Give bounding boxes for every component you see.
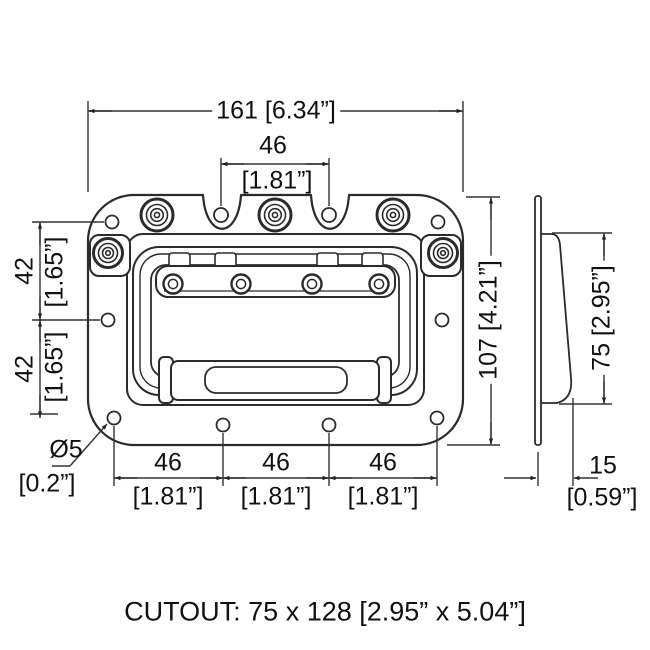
mounting-holes — [100, 207, 450, 433]
spring-tabs — [168, 252, 384, 269]
rivet-top-left — [139, 197, 175, 233]
front-view — [86, 193, 465, 447]
label-hole-diameter: Ø5 — [49, 435, 83, 464]
corner-pad-left — [89, 234, 131, 277]
cup-rim — [126, 233, 425, 406]
handle-grip — [158, 356, 392, 404]
label-bottom-46-2-mm: 46 — [262, 448, 290, 477]
rivet-top-center — [257, 197, 293, 233]
dim-hole-diameter-leader — [52, 423, 108, 467]
label-hole-diameter-inch: [0.2”] — [18, 469, 76, 498]
label-side-75: 75 [2.95”] — [588, 261, 616, 375]
label-height-107: 107 [4.21”] — [475, 256, 503, 384]
label-left-upper-42-inch: [1.65”] — [40, 236, 69, 308]
dim-bottom-46-chain — [113, 426, 438, 486]
grip-pad — [204, 366, 348, 394]
hole-top-a — [213, 207, 229, 223]
side-view — [534, 195, 573, 446]
spring-bar-rivets — [162, 273, 390, 295]
hole-bottom-left — [106, 410, 122, 426]
hole-bottom-b — [321, 417, 337, 433]
hole-top-right — [430, 214, 446, 230]
label-side-15-inch: [0.59”] — [566, 483, 638, 512]
label-bottom-46-1-mm: 46 — [154, 448, 182, 477]
label-bottom-46-2-inch: [1.81”] — [240, 482, 312, 511]
corner-pad-right — [420, 234, 462, 277]
hole-top-b — [321, 207, 337, 223]
label-bottom-46-1-inch: [1.81”] — [132, 482, 204, 511]
dim-top-46 — [220, 158, 330, 206]
hole-bottom-right — [429, 410, 445, 426]
side-plate — [534, 195, 542, 446]
rivet-corner-left — [92, 237, 124, 269]
label-left-lower-42-inch: [1.65”] — [40, 331, 69, 403]
label-left-upper-42-mm: 42 — [10, 257, 39, 285]
dim-left-42-chain — [30, 221, 104, 418]
label-side-15-mm: 15 — [589, 451, 617, 480]
label-top-46-mm: 46 — [259, 131, 287, 160]
hole-top-left — [104, 214, 120, 230]
label-bottom-46-3-inch: [1.81”] — [347, 482, 419, 511]
dim-side-15 — [504, 398, 598, 486]
side-cup-profile — [541, 233, 573, 404]
rivet-corner-right — [427, 237, 459, 269]
cutout-note: CUTOUT: 75 x 128 [2.95” x 5.04”] — [124, 596, 526, 627]
label-bottom-46-3-mm: 46 — [369, 448, 397, 477]
hole-bottom-a — [215, 417, 231, 433]
label-width-161: 161 [6.34”] — [212, 98, 340, 124]
label-left-lower-42-mm: 42 — [10, 355, 39, 383]
plate-outline — [86, 193, 465, 447]
rivet-top-right — [375, 197, 411, 233]
hole-mid-left — [100, 312, 116, 328]
rivets — [92, 197, 459, 269]
spring-bar — [155, 265, 396, 298]
label-top-46-inch: [1.81”] — [241, 166, 313, 195]
hole-mid-right — [434, 312, 450, 328]
